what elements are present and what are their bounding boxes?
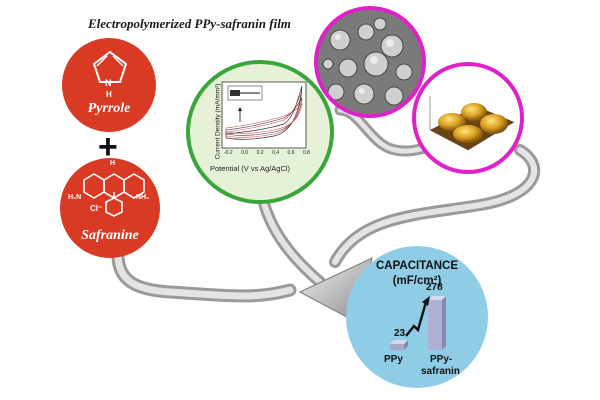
cv-tick: 0.4 (272, 150, 280, 156)
cv-xlabel: Potential (V vs Ag/AgCl) (210, 164, 291, 173)
cv-tick: 0.8 (303, 150, 310, 156)
cv-tick: 0.0 (241, 150, 249, 156)
capacitance-circle (346, 246, 488, 388)
cv-tick: -0.2 (224, 150, 233, 156)
afm-topography-image (429, 96, 515, 151)
safranine-circle (60, 158, 160, 258)
safranine-cl: Cl⁻ (90, 204, 103, 213)
afm-image-circle (412, 62, 524, 174)
ppy-label: PPy (384, 354, 403, 365)
cv-tick: 0.2 (256, 150, 264, 156)
pyrrole-label: Pyrrole (87, 101, 131, 116)
safranine-nh2-right: NH₂ (136, 194, 150, 201)
sem-texture-image (318, 10, 422, 114)
diagram-title: Electropolymerized PPy-safranin film (88, 16, 291, 31)
capacitance-unit: (mF/cm²) (392, 275, 442, 287)
safranine-structure-icon (83, 173, 145, 217)
cv-plot (221, 81, 307, 149)
ppy-safranin-label-line2: safranin (421, 366, 460, 377)
pyrrole-n-atom: N (105, 78, 112, 88)
cv-ylabel: Current Density (mA/mm²) (214, 83, 222, 160)
cv-ticks: -0.2 0.0 0.2 0.4 0.6 0.8 (224, 150, 310, 156)
plus-sign: + (98, 128, 118, 166)
cv-tick: 0.6 (287, 150, 295, 156)
pyrrole-h-atom: H (106, 90, 112, 99)
capacitance-bars (390, 296, 446, 350)
safranine-label: Safranine (81, 228, 139, 243)
ppy-safranin-label-line1: PPy- (430, 354, 453, 365)
pyrrole-structure-icon (92, 50, 128, 83)
safranine-h-top: H (110, 160, 116, 167)
ppy-safranin-capacitance-value: 278 (426, 282, 443, 293)
ppy-capacitance-value: 23 (394, 328, 406, 339)
capacitance-title: CAPACITANCE (376, 260, 458, 272)
sem-image-circle (314, 6, 426, 118)
safranine-nh2-left: H₂N (68, 194, 82, 201)
